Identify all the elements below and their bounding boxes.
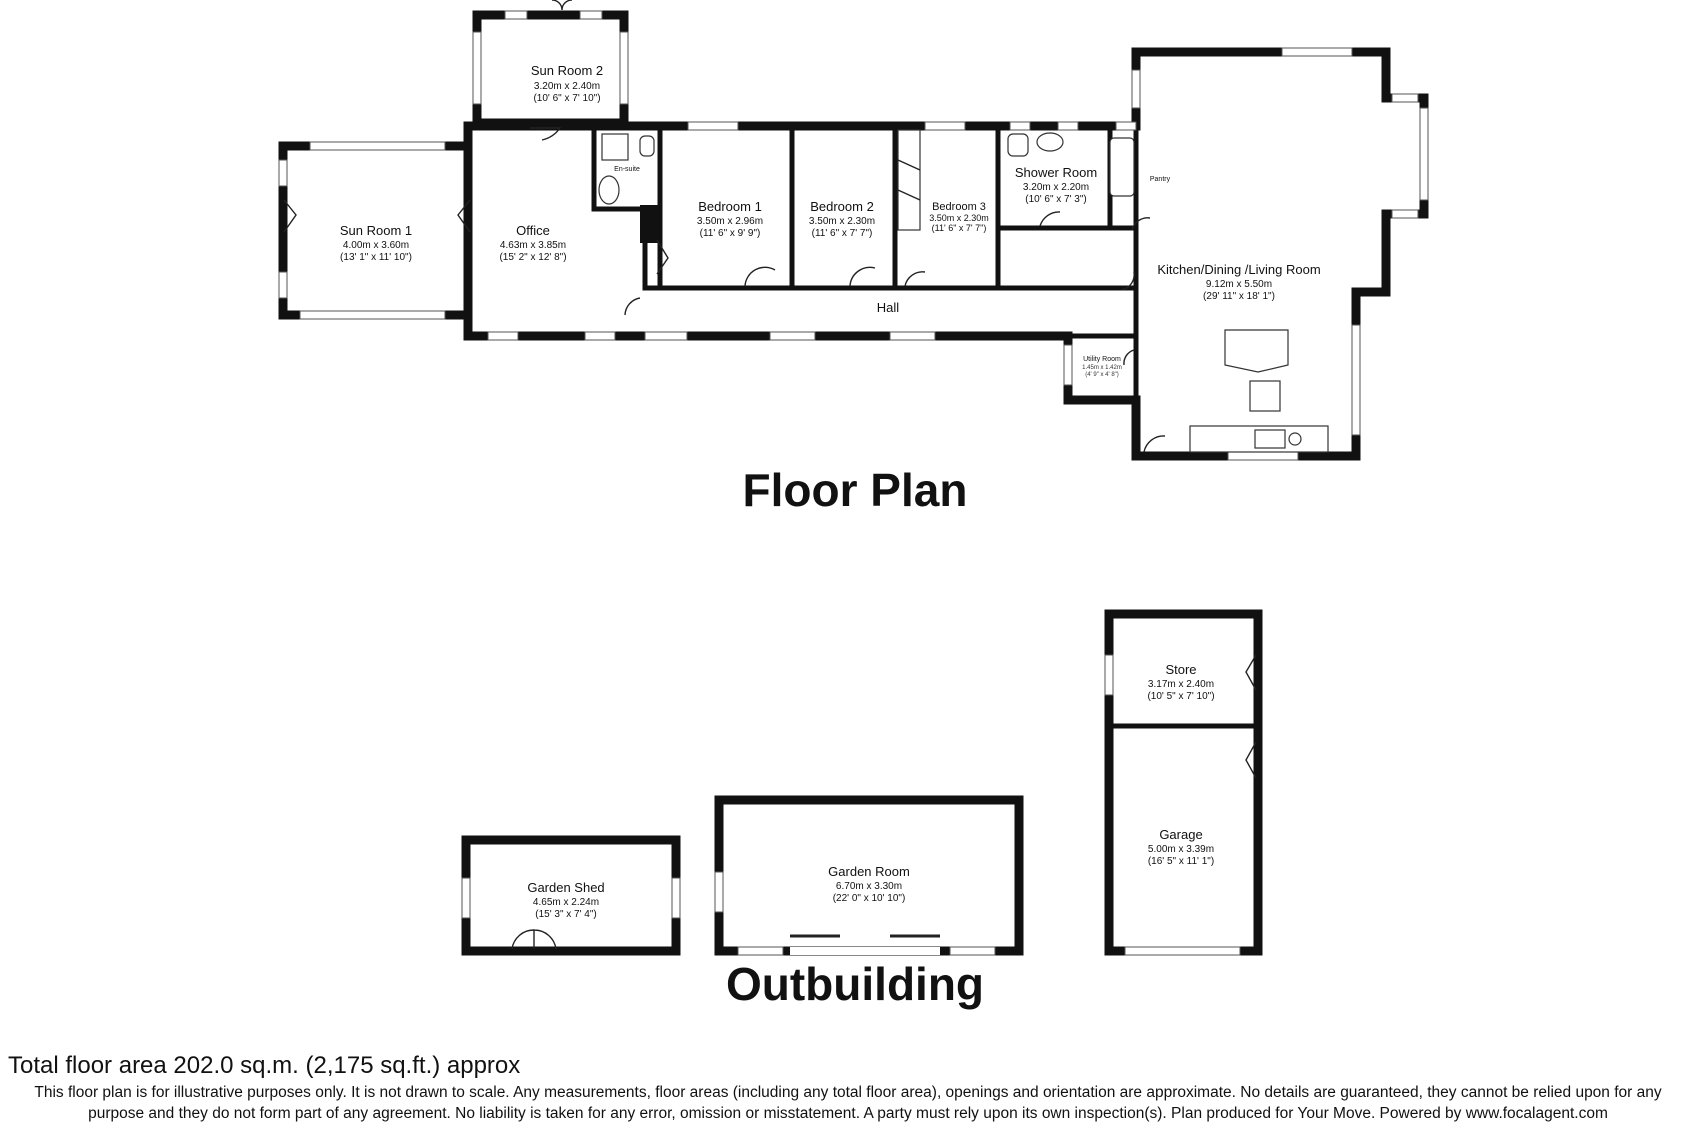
main-house-plan: [278, 0, 1429, 461]
kitchen-metric: 9.12m x 5.50m: [1206, 279, 1272, 290]
utility-room-imperial: (4' 9" x 4' 8"): [1085, 372, 1119, 378]
office-name: Office: [516, 223, 550, 238]
bedroom-2-imperial: (11' 6" x 7' 7"): [812, 228, 873, 239]
utility-room-metric: 1.45m x 1.42m: [1082, 365, 1122, 371]
bedroom-3-name: Bedroom 3: [932, 201, 986, 213]
garden-shed-metric: 4.65m x 2.24m: [533, 897, 599, 908]
garden-room-name: Garden Room: [828, 864, 910, 879]
garage-metric: 5.00m x 3.39m: [1148, 844, 1214, 855]
sun-room-2-metric: 3.20m x 2.40m: [534, 81, 600, 92]
floor-plan-heading: Floor Plan: [743, 464, 968, 516]
hall-name: Hall: [877, 300, 900, 315]
bedroom-3-imperial: (11' 6" x 7' 7"): [932, 223, 987, 233]
sun-room-1-metric: 4.00m x 3.60m: [343, 240, 409, 251]
bedroom-1-name: Bedroom 1: [698, 199, 762, 214]
shower-room-name: Shower Room: [1015, 165, 1097, 180]
garden-room-metric: 6.70m x 3.30m: [836, 881, 902, 892]
outbuildings-plan: [461, 609, 1263, 956]
pantry-name: Pantry: [1150, 176, 1171, 183]
sun-room-1-imperial: (13' 1" x 11' 10"): [340, 252, 412, 263]
total-floor-area: Total floor area 202.0 sq.m. (2,175 sq.f…: [8, 1052, 521, 1079]
office-metric: 4.63m x 3.85m: [500, 240, 566, 251]
bedroom-1-imperial: (11' 6" x 9' 9"): [700, 228, 761, 239]
floor-plan-drawing: Sun Room 2 3.20m x 2.40m (10' 6" x 7' 10…: [278, 0, 1429, 1010]
store-name: Store: [1165, 662, 1196, 677]
garden-shed-imperial: (15' 3" x 7' 4"): [535, 909, 597, 920]
garage-name: Garage: [1159, 827, 1202, 842]
shower-room-imperial: (10' 6" x 7' 3"): [1025, 194, 1087, 205]
sun-room-1-name: Sun Room 1: [340, 223, 412, 238]
shower-room-metric: 3.20m x 2.20m: [1023, 182, 1089, 193]
office-imperial: (15' 2" x 12' 8"): [499, 252, 566, 263]
sun-room-2-name: Sun Room 2: [531, 63, 603, 78]
bedroom-1-metric: 3.50m x 2.96m: [697, 216, 763, 227]
bedroom-3-metric: 3.50m x 2.30m: [929, 213, 989, 223]
en-suite-name: En-suite: [614, 166, 640, 173]
sun-room-2-imperial: (10' 6" x 7' 10"): [533, 93, 600, 104]
kitchen-name: Kitchen/Dining /Living Room: [1157, 262, 1320, 277]
store-imperial: (10' 5" x 7' 10"): [1147, 691, 1214, 702]
bedroom-2-name: Bedroom 2: [810, 199, 874, 214]
garden-room-imperial: (22' 0" x 10' 10"): [833, 893, 906, 904]
store-metric: 3.17m x 2.40m: [1148, 679, 1214, 690]
outbuilding-heading: Outbuilding: [726, 958, 984, 1010]
garage-imperial: (16' 5" x 11' 1"): [1148, 856, 1214, 867]
garden-shed-name: Garden Shed: [527, 880, 604, 895]
bedroom-2-metric: 3.50m x 2.30m: [809, 216, 875, 227]
kitchen-imperial: (29' 11" x 18' 1"): [1203, 291, 1275, 302]
utility-room-name: Utility Room: [1083, 356, 1121, 363]
disclaimer-text: This floor plan is for illustrative purp…: [34, 1084, 1662, 1122]
